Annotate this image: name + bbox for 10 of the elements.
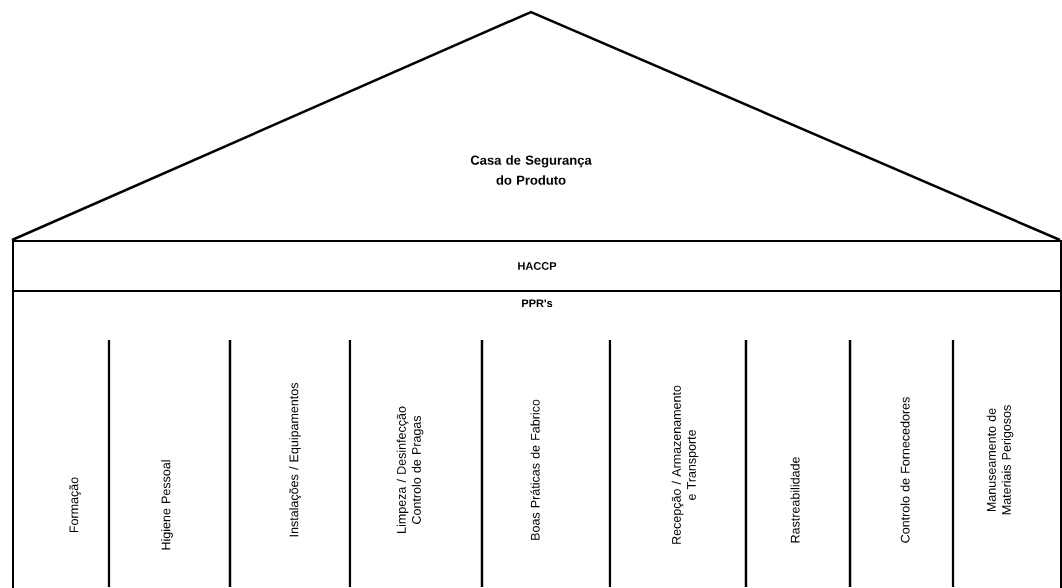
pillar-label: Rastreabilidade bbox=[790, 457, 800, 543]
pillar-label: Limpeza / Desinfecção Controlo de Pragas bbox=[396, 406, 424, 533]
band: HACCP bbox=[12, 240, 1062, 292]
pillar-label: Recepção / Armazenamento e Transporte bbox=[671, 385, 699, 544]
pillar-label: Controlo de Fornecedores bbox=[900, 397, 910, 543]
pillar-label: Manuseamento de Materiais Perigosos bbox=[986, 405, 1014, 515]
pillar-label: Higiene Pessoal bbox=[161, 460, 173, 550]
pillar-label: Boas Práticas de Fabrico bbox=[530, 399, 540, 540]
pillar-label: Instalações / Equipamentos bbox=[289, 383, 301, 537]
pillar-label: Formação bbox=[69, 477, 81, 533]
